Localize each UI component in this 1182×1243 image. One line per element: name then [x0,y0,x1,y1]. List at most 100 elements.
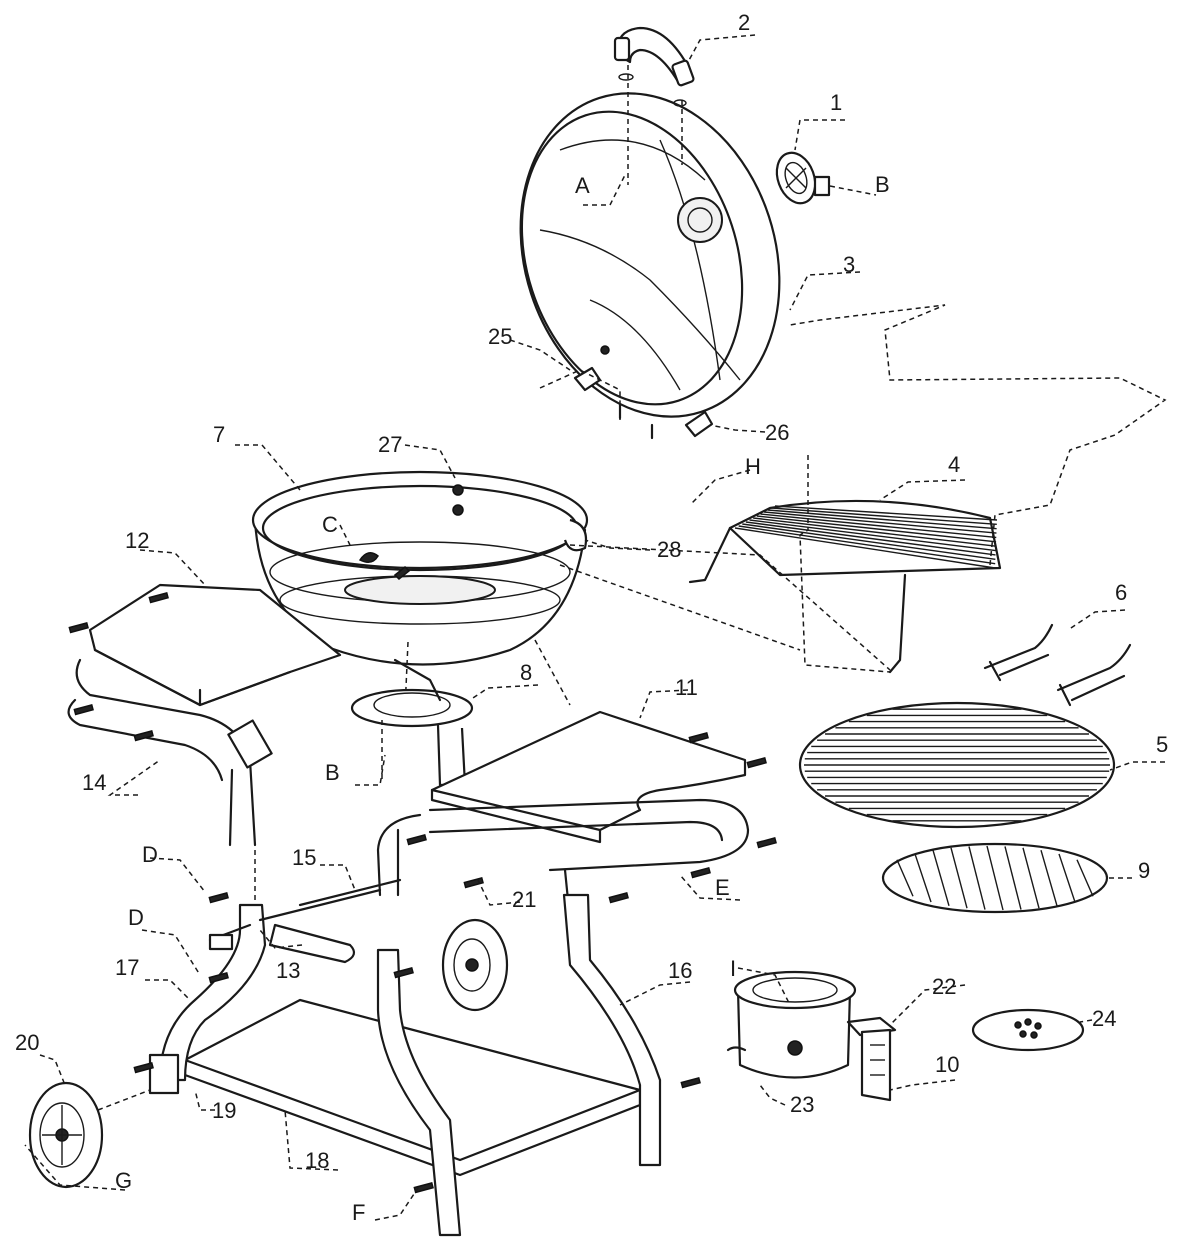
bolt [688,732,709,744]
grate-bar [896,859,914,897]
label-28: 28 [657,537,681,562]
grate-bar [1058,853,1076,903]
lid-vent [775,151,877,205]
left-side-table [88,583,342,707]
grate-bar [734,527,996,569]
label-19: 19 [212,1098,236,1123]
label-F: F [352,1200,365,1225]
grate-bar [1076,859,1094,897]
bolts [68,592,777,1194]
lid-handle [613,26,695,107]
label-E: E [715,875,730,900]
bolt [133,1062,154,1074]
grate-bar [1022,847,1040,909]
label-15: 15 [292,845,316,870]
ash-disc [971,1008,1085,1052]
grate-bar [742,523,996,560]
bolt [393,967,414,979]
label-8: 8 [520,660,532,685]
ash-catcher [726,970,897,1102]
bolt [413,1182,434,1194]
label-3: 3 [843,252,855,277]
ash-vent [350,658,474,787]
label-13: 13 [276,958,300,983]
hinge-brackets [539,366,714,440]
grate-bar [914,853,932,903]
grate-hangers [983,623,1132,707]
right-side-table [430,710,747,844]
bolt [690,867,711,879]
bowl [251,470,589,711]
bolt [680,1077,701,1089]
bolt [208,892,229,904]
label-27: 27 [378,432,402,457]
grate-bar [950,847,968,909]
label-9: 9 [1138,858,1150,883]
grate-bar [764,511,997,534]
label-G: G [115,1168,132,1193]
bolt [406,834,427,846]
lid [519,65,781,418]
label-7: 7 [213,422,225,447]
bolt [756,837,777,849]
bolt [133,730,154,742]
label-A: A [575,173,590,198]
bolt [148,592,169,604]
grate-bar [986,845,1004,911]
bolt [73,704,94,716]
label-25: 25 [488,324,512,349]
label-6: 6 [1115,580,1127,605]
bolt [68,622,89,634]
callout-labels: 1 2 3 4 5 6 7 8 9 10 11 12 13 14 15 16 1… [15,10,1168,1225]
wheel [28,1081,151,1189]
label-B-lid: B [875,172,890,197]
leader-lines [24,34,1165,1221]
label-16: 16 [668,958,692,983]
grate-bar [749,519,996,552]
bolt [746,757,767,769]
label-5: 5 [1156,732,1168,757]
left-frame-tube [67,658,273,900]
charcoal-grate [881,842,1109,914]
label-12: 12 [125,528,149,553]
label-14: 14 [82,770,106,795]
grate-bar [1040,850,1058,906]
grate-bar [1004,846,1022,910]
label-B-vent: B [325,760,340,785]
label-H: H [745,454,761,479]
bolt [208,972,229,984]
label-18: 18 [305,1148,329,1173]
label-22: 22 [932,974,956,999]
label-D-upper: D [142,842,158,867]
label-10: 10 [935,1052,959,1077]
grate-bar [767,509,997,530]
grate-bar [771,507,997,526]
grate-bar [774,505,998,521]
warming-rack [688,499,1002,674]
label-1: 1 [830,90,842,115]
label-21: 21 [512,887,536,912]
label-C: C [322,512,338,537]
grate-bar [760,513,997,539]
label-23: 23 [790,1092,814,1117]
grate-bar [932,850,950,906]
bolt [463,877,484,889]
grate-bar [756,515,997,543]
label-D-lower: D [128,905,144,930]
cooking-grate [798,701,1116,829]
label-I: I [730,956,736,981]
label-17: 17 [115,955,139,980]
grate-bar [753,517,996,547]
label-2: 2 [738,10,750,35]
label-11: 11 [675,675,698,700]
label-24: 24 [1092,1006,1116,1031]
label-26: 26 [765,420,789,445]
label-4: 4 [948,452,960,477]
bolt [608,892,629,904]
grate-bar [738,525,996,565]
cart-frame [148,878,662,1237]
grate-bar [745,521,996,556]
label-20: 20 [15,1030,39,1055]
